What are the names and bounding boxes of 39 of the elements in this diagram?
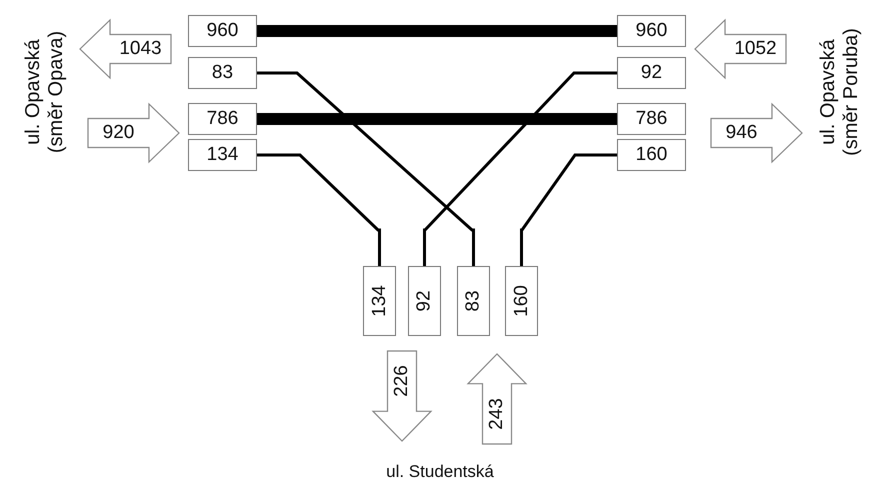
flow-value: 920 xyxy=(102,122,134,144)
connector-line xyxy=(257,72,475,266)
count-value: 134 xyxy=(206,144,238,166)
count-box xyxy=(617,103,686,135)
count-value: 960 xyxy=(206,20,238,42)
count-box xyxy=(188,103,257,135)
thick-connector xyxy=(257,25,617,37)
count-value: 92 xyxy=(640,62,662,84)
flow-value: 946 xyxy=(726,122,758,144)
count-box xyxy=(363,266,396,336)
count-value: 960 xyxy=(636,20,668,42)
count-box xyxy=(505,266,538,336)
count-box xyxy=(617,139,686,171)
count-box xyxy=(188,15,257,47)
count-value: 92 xyxy=(414,290,436,312)
count-value: 83 xyxy=(462,290,484,312)
flow-value: 1052 xyxy=(734,38,777,60)
count-value: 786 xyxy=(206,108,238,130)
count-value: 134 xyxy=(368,285,390,317)
connector-line xyxy=(520,154,617,266)
count-value: 160 xyxy=(636,144,668,166)
connector-line xyxy=(257,154,381,266)
count-value: 83 xyxy=(212,62,234,84)
count-value: 160 xyxy=(510,285,532,317)
street-label: ul. Studentská xyxy=(386,462,494,482)
count-box xyxy=(408,266,441,336)
flow-value: 226 xyxy=(391,365,413,397)
street-label: ul. Opavská (směr Opava) xyxy=(22,30,68,156)
count-box xyxy=(188,139,257,171)
thick-connector xyxy=(257,113,617,125)
flow-value: 243 xyxy=(486,398,508,430)
count-box xyxy=(617,57,686,89)
count-box xyxy=(188,57,257,89)
count-value: 786 xyxy=(636,108,668,130)
connector-line xyxy=(423,72,617,266)
count-box xyxy=(457,266,490,336)
flow-value: 1043 xyxy=(119,38,162,60)
count-box xyxy=(617,15,686,47)
street-label: ul. Opavská (směr Poruba) xyxy=(817,27,863,158)
